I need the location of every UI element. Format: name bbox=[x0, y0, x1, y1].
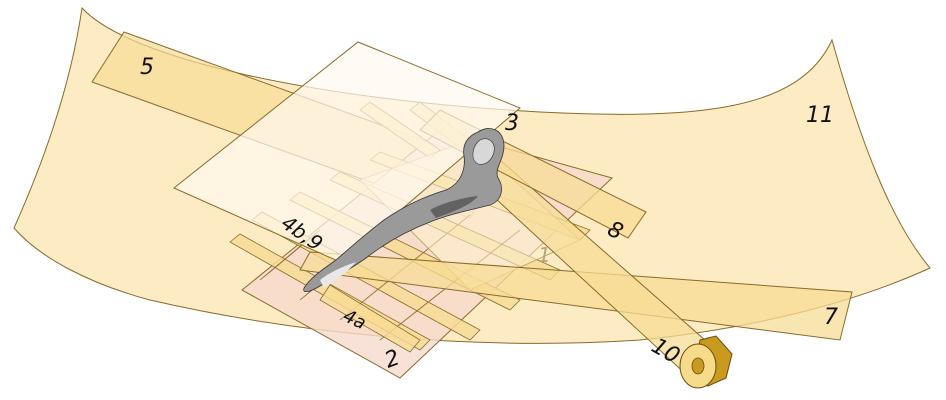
sheet-3 bbox=[173, 41, 521, 263]
label-7: 7 bbox=[824, 305, 838, 330]
label-3: 3 bbox=[505, 111, 519, 136]
strip-4a bbox=[319, 284, 421, 353]
label-5: 5 bbox=[140, 55, 154, 80]
label-1: 1 bbox=[538, 243, 551, 267]
roller bbox=[679, 335, 733, 389]
figure bbox=[303, 128, 505, 292]
label-11: 11 bbox=[806, 103, 834, 128]
